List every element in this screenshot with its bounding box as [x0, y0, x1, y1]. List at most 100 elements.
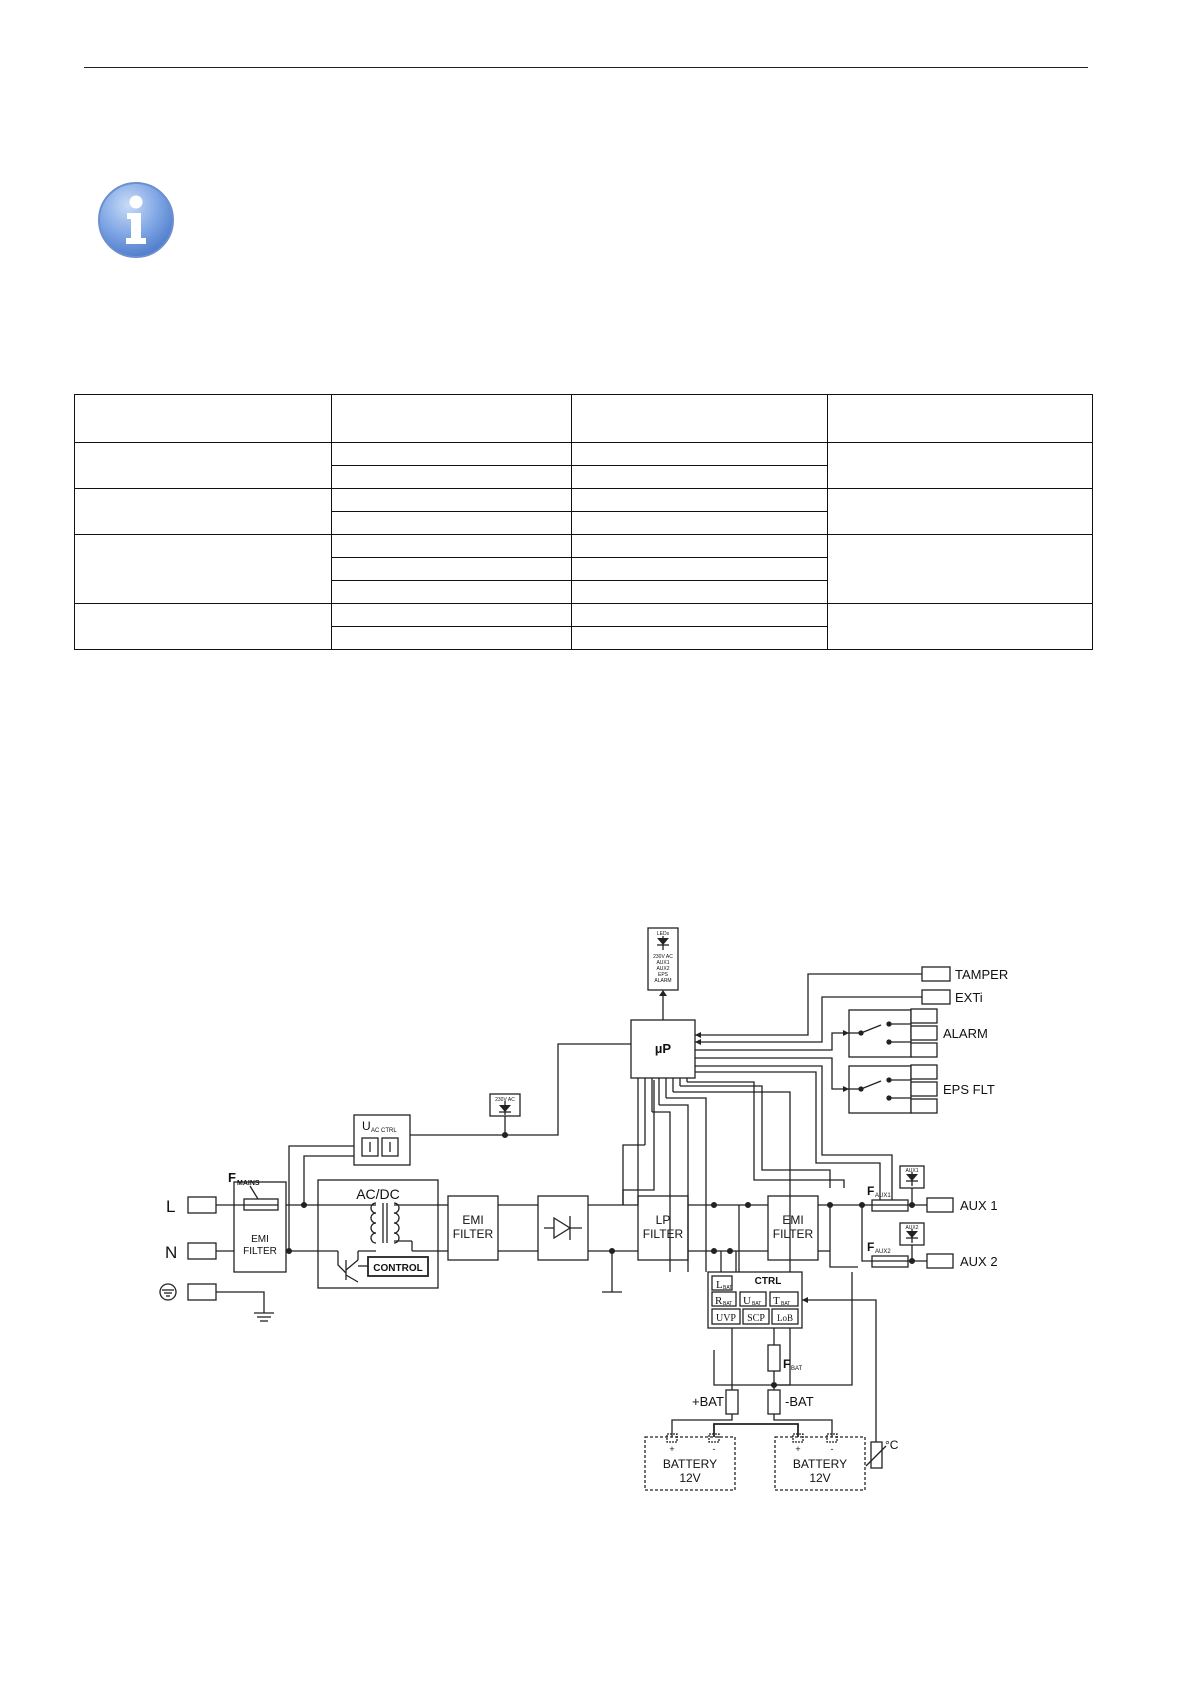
acdc-label: AC/DC [356, 1186, 400, 1202]
fuse-bat-icon: F BAT [767, 1344, 803, 1372]
table-row [74, 488, 1093, 535]
table-row [75, 626, 1093, 650]
table-row [75, 557, 1093, 581]
lp-filter: LP FILTER [637, 1195, 689, 1261]
f-bat-main: F [783, 1357, 790, 1371]
ctrl-uvp: UVP [716, 1313, 736, 1324]
label-n: N [165, 1243, 177, 1262]
table-cell [571, 465, 828, 489]
table-cell [74, 534, 332, 604]
ctrl-u-main: U [743, 1295, 751, 1307]
table-header-row [74, 394, 1093, 443]
table-cell [331, 465, 572, 489]
table-row [75, 580, 1093, 604]
table-cell [827, 442, 1093, 489]
ctrl-block: CTRL L BAT R BAT U BAT T BAT UVP SCP LoB [707, 1271, 803, 1329]
plus-bat-label: +BAT [692, 1394, 724, 1409]
lp-line2: FILTER [643, 1227, 684, 1241]
table-cell [331, 488, 572, 512]
ground-icon [216, 1291, 274, 1322]
uac-main: U [362, 1119, 371, 1133]
table-cell [571, 626, 828, 650]
f-aux1-sub: AUX1 [875, 1193, 891, 1199]
battery1-line2: 12V [679, 1471, 700, 1485]
f-mains-sub: MAINS [237, 1180, 260, 1187]
terminal-exti: EXTi [921, 989, 983, 1005]
table-cell [571, 557, 828, 581]
ctrl-u-sub: BAT [752, 1301, 761, 1307]
emi3-line1: EMI [782, 1213, 803, 1227]
table-row [74, 534, 1093, 604]
lp-line1: LP [656, 1213, 671, 1227]
temperature-sensor-icon: °C [865, 1438, 899, 1469]
aux1-label: AUX 1 [960, 1198, 998, 1213]
block-diagram: L N EMI FILTER F MAINS AC/DC [159, 927, 1008, 1491]
emi3-line2: FILTER [773, 1227, 814, 1241]
ctrl-l-main: L [716, 1279, 723, 1291]
info-icon [98, 182, 174, 258]
emi-filter-1: EMI FILTER [233, 1181, 287, 1273]
table-cell [827, 534, 1093, 604]
emi1-line1: EMI [251, 1234, 269, 1245]
terminal-l: L [166, 1196, 217, 1216]
f-aux2-sub: AUX2 [875, 1249, 891, 1255]
terminal-n: N [165, 1242, 217, 1262]
emi2-line1: EMI [462, 1213, 483, 1227]
data-table [74, 394, 1093, 650]
label-l: L [166, 1197, 175, 1216]
emi-filter-2: EMI FILTER [447, 1195, 499, 1261]
battery2-line1: BATTERY [793, 1457, 847, 1471]
table-cell [331, 511, 572, 535]
table-header-cell [571, 394, 828, 443]
terminal-aux1: AUX 1 [926, 1197, 998, 1213]
emi1-line2: FILTER [243, 1246, 277, 1257]
leds-line1: 230V AC [653, 954, 673, 960]
control-block: CONTROL [358, 1256, 429, 1277]
aux2-label: AUX 2 [960, 1254, 998, 1269]
table-cell [827, 488, 1093, 535]
alarm-label: ALARM [943, 1026, 988, 1041]
table-cell [571, 603, 828, 627]
f-mains-main: F [228, 1170, 236, 1185]
up-label: µP [655, 1041, 671, 1056]
battery1-line1: BATTERY [663, 1457, 717, 1471]
ctrl-t-sub: BAT [781, 1301, 790, 1307]
table-cell [331, 626, 572, 650]
ctrl-label: CTRL [755, 1276, 782, 1287]
minus-bat-label: -BAT [785, 1394, 814, 1409]
battery2-line2: 12V [809, 1471, 830, 1485]
led-aux1-icon: AUX1 [899, 1165, 925, 1189]
ctrl-t-main: T [773, 1295, 780, 1307]
table-cell [331, 534, 572, 558]
f-bat-sub: BAT [791, 1366, 803, 1372]
battery1-plus: + [669, 1444, 674, 1454]
led-aux2-label: AUX2 [905, 1225, 918, 1231]
battery-2: + - BATTERY 12V [774, 1433, 866, 1491]
uac-ctrl-block: U AC CTRL [353, 1114, 411, 1166]
battery2-plus: + [795, 1444, 800, 1454]
table-row [74, 442, 1093, 489]
table-cell [331, 603, 572, 627]
table-cell [331, 580, 572, 604]
plus-bat-terminal: +BAT [692, 1389, 739, 1415]
ctrl-scp: SCP [747, 1313, 765, 1324]
table-header-cell [74, 394, 332, 443]
uac-sub: AC CTRL [371, 1128, 397, 1134]
control-label: CONTROL [373, 1263, 422, 1274]
table-cell [331, 442, 572, 466]
table-cell [571, 488, 828, 512]
emi2-line2: FILTER [453, 1227, 494, 1241]
table-cell [571, 534, 828, 558]
table-cell [827, 603, 1093, 650]
table-cell [331, 557, 572, 581]
battery-1: + - BATTERY 12V [644, 1433, 736, 1491]
table-header-cell [331, 394, 572, 443]
eps-flt-label: EPS FLT [943, 1082, 995, 1097]
terminal-aux2: AUX 2 [926, 1253, 998, 1269]
battery2-minus: - [831, 1444, 834, 1454]
led-aux1-label: AUX1 [905, 1168, 918, 1174]
microprocessor-block: µP [630, 1019, 696, 1079]
rectifier-diode-icon [537, 1195, 589, 1261]
table-cell [74, 603, 332, 650]
table-cell [571, 511, 828, 535]
